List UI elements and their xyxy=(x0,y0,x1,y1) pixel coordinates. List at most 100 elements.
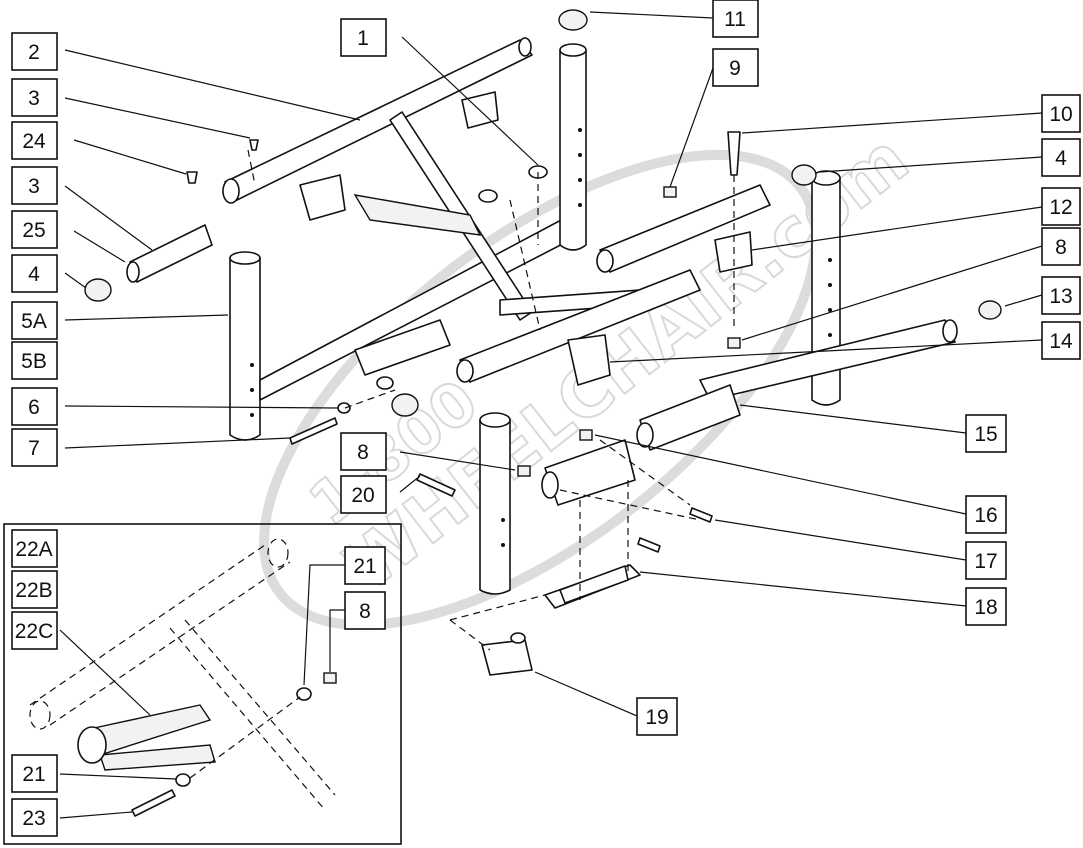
footrest-sleeve xyxy=(639,384,741,451)
leader-20 xyxy=(399,475,421,493)
callout-16: 16 xyxy=(965,495,1007,534)
callout-22c-label: 22C xyxy=(15,620,54,643)
nut-8-front xyxy=(517,465,531,477)
callout-4a: 4 xyxy=(11,254,58,293)
leader-17 xyxy=(714,519,967,561)
callout-5a-label: 5A xyxy=(21,310,47,333)
inset-washer-lower xyxy=(175,773,191,787)
alignment-line xyxy=(449,594,546,621)
frame-assembly xyxy=(84,9,1002,676)
callout-4b-label: 4 xyxy=(1055,147,1067,170)
callout-25-label: 25 xyxy=(22,219,45,242)
callout-6: 6 xyxy=(11,387,58,426)
leader-4a xyxy=(64,272,87,289)
callout-8-inset: 8 xyxy=(344,591,386,630)
callout-14-label: 14 xyxy=(1049,330,1073,353)
callout-2-label: 2 xyxy=(28,41,40,64)
post-hole xyxy=(250,388,254,392)
callout-3a: 3 xyxy=(11,78,58,117)
leader-14 xyxy=(609,339,1043,363)
callout-8-front-label: 8 xyxy=(357,441,369,464)
callout-9-label: 9 xyxy=(729,57,741,80)
inset-bolt xyxy=(131,789,176,817)
leader-13 xyxy=(1004,294,1043,307)
callout-13-label: 13 xyxy=(1049,285,1072,308)
callout-7: 7 xyxy=(11,428,58,467)
callout-19-label: 19 xyxy=(645,706,668,729)
bolt-10 xyxy=(727,131,741,176)
post-hole xyxy=(578,128,582,132)
center-rear-post-top xyxy=(559,43,587,57)
alignment-line xyxy=(509,199,541,331)
leader-25 xyxy=(73,230,126,263)
callout-6-label: 6 xyxy=(28,396,40,419)
nut-9 xyxy=(663,186,677,198)
footplate-lip xyxy=(559,565,629,604)
callout-21-inset: 21 xyxy=(344,546,386,585)
alignment-line xyxy=(344,389,396,409)
post-hole xyxy=(250,413,254,417)
end-cap-4-left xyxy=(84,278,112,302)
callout-17: 17 xyxy=(965,541,1007,580)
left-rear-post-top xyxy=(229,251,261,265)
leader-1 xyxy=(401,36,539,166)
post-hole xyxy=(578,178,582,182)
nut-16 xyxy=(579,429,593,441)
callout-13: 13 xyxy=(1041,276,1081,315)
nut-8-right xyxy=(727,337,741,349)
callout-17-label: 17 xyxy=(974,550,997,573)
leader-11 xyxy=(589,11,714,19)
extension-tube-end xyxy=(126,261,140,283)
callouts: 1 2 3 24 3 25 4 5A xyxy=(11,0,1081,837)
callout-19: 19 xyxy=(636,697,678,736)
leader-21-inset xyxy=(303,564,345,686)
screw-17 xyxy=(689,507,713,523)
alignment-line xyxy=(247,149,256,186)
callout-24-label: 24 xyxy=(22,130,46,153)
inset-dashed-tube-far xyxy=(267,538,289,568)
callout-5b-label: 5B xyxy=(21,350,47,373)
leader-8-front xyxy=(399,451,516,471)
inset-washer-upper xyxy=(296,687,312,701)
leader-15 xyxy=(739,404,967,434)
leader-9 xyxy=(669,67,714,188)
leader-8-right xyxy=(741,245,1043,341)
callout-8-inset-label: 8 xyxy=(359,600,371,623)
callout-3b-label: 3 xyxy=(28,175,40,198)
callout-15-label: 15 xyxy=(974,423,997,446)
top-seat-rail-far-end xyxy=(518,37,532,57)
callout-11: 11 xyxy=(712,0,759,38)
callout-22b: 22B xyxy=(11,570,58,609)
leader-18 xyxy=(639,571,967,607)
leader-3b xyxy=(64,185,153,251)
leader-2 xyxy=(64,49,361,121)
callout-7-label: 7 xyxy=(28,437,40,460)
callout-12-label: 12 xyxy=(1049,196,1072,219)
front-post xyxy=(479,419,511,595)
leader-6 xyxy=(64,405,339,409)
right-upper-rail-end xyxy=(596,249,614,273)
leader-10 xyxy=(741,112,1043,134)
inset-nut xyxy=(323,672,337,684)
front-post-top xyxy=(479,412,511,428)
leader-8-inset xyxy=(329,609,345,672)
post-hole xyxy=(501,518,505,522)
center-rear-post xyxy=(559,49,587,251)
callout-20: 20 xyxy=(340,475,387,514)
callout-18-label: 18 xyxy=(974,596,997,619)
screw-24 xyxy=(186,171,198,184)
post-hole xyxy=(828,258,832,262)
post-hole xyxy=(501,543,505,547)
inset-bracket-collar xyxy=(77,726,107,764)
callout-8-front: 8 xyxy=(340,432,387,471)
callout-25: 25 xyxy=(11,210,58,249)
callout-20-label: 20 xyxy=(351,484,374,507)
callout-22a: 22A xyxy=(11,529,58,568)
inset-dashed-rail xyxy=(169,619,336,811)
post-hole xyxy=(828,308,832,312)
inset-bracket-arm-lower xyxy=(99,744,216,771)
alignment-line xyxy=(599,439,691,506)
callout-11-label: 11 xyxy=(724,8,746,31)
bolt-7 xyxy=(289,417,338,445)
